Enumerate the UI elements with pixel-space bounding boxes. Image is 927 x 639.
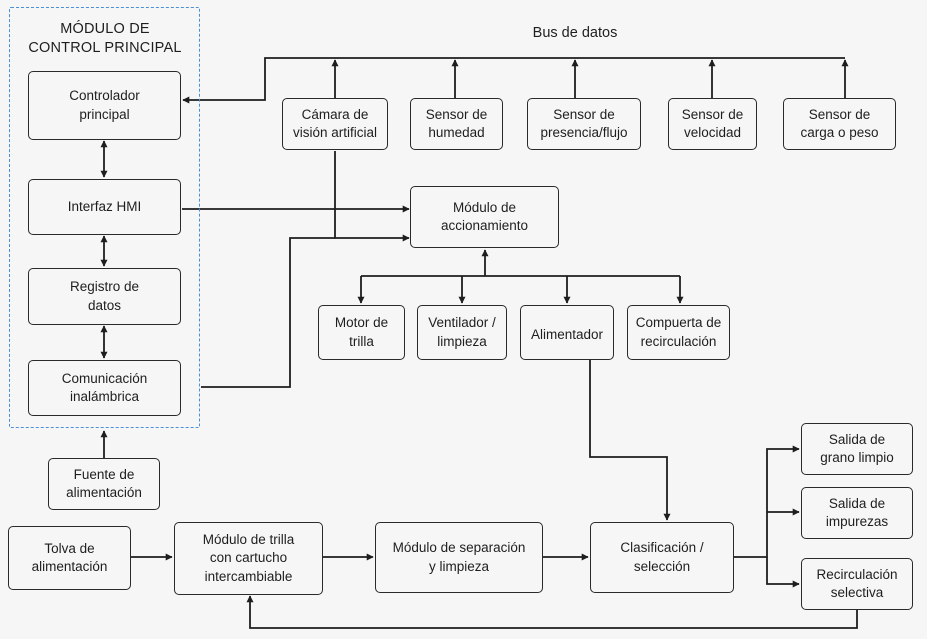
clasificacion-seleccion-box: Clasificación / selección — [590, 522, 734, 593]
arrow-clasificacion-grano — [734, 445, 800, 558]
sensor-carga-box: Sensor de carga o peso — [783, 98, 896, 150]
arrow-clasificacion-recirculacion — [766, 557, 800, 588]
interfaz-hmi-box: Interfaz HMI — [28, 179, 181, 235]
sensor-presencia-box: Sensor de presencia/flujo — [527, 98, 641, 150]
control-module-group — [9, 7, 200, 428]
fuente-alimentacion-box: Fuente de alimentación — [48, 458, 160, 510]
salida-grano-box: Salida de grano limpio — [801, 423, 913, 475]
comunicacion-inalambrica-box: Comunicación inalámbrica — [28, 360, 181, 416]
line-camara-accionamiento — [334, 151, 410, 242]
ventilador-limpieza-box: Ventilador / limpieza — [417, 305, 507, 360]
salida-impurezas-box: Salida de impurezas — [801, 487, 913, 539]
bus-line — [182, 57, 845, 104]
arrow-alimentador-clasificacion — [589, 360, 671, 521]
line-comunicacion-accionamiento — [201, 237, 335, 388]
alimentador-box: Alimentador — [520, 305, 614, 360]
modulo-accionamiento-box: Módulo de accionamiento — [410, 186, 559, 248]
controlador-principal-box: Controlador principal — [28, 71, 181, 140]
sensor-velocidad-box: Sensor de velocidad — [668, 98, 757, 150]
modulo-separacion-box: Módulo de separación y limpieza — [375, 522, 543, 593]
registro-datos-box: Registro de datos — [28, 268, 181, 325]
arrow-recirculacion-trilla — [246, 595, 858, 629]
modulo-trilla-box: Módulo de trilla con cartucho intercambi… — [174, 522, 323, 595]
compuerta-recirculacion-box: Compuerta de recirculación — [627, 305, 730, 360]
sensor-humedad-box: Sensor de humedad — [410, 98, 503, 150]
recirculacion-selectiva-box: Recirculación selectiva — [801, 558, 913, 610]
camara-vision-box: Cámara de visión artificial — [282, 98, 388, 150]
control-module-title: MÓDULO DE CONTROL PRINCIPAL — [28, 21, 182, 56]
motor-trilla-box: Motor de trilla — [318, 305, 405, 360]
bus-label: Bus de datos — [532, 25, 618, 41]
tolva-alimentacion-box: Tolva de alimentación — [8, 526, 131, 590]
